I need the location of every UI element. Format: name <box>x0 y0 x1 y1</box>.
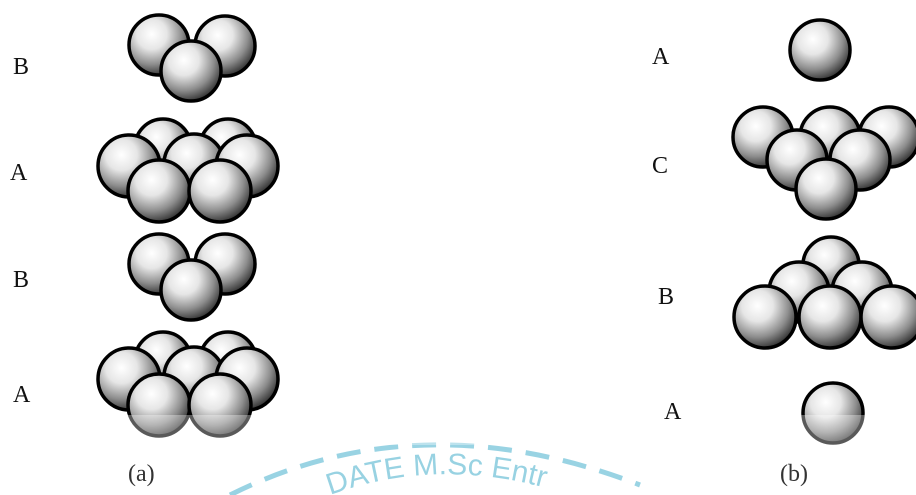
atom-sphere <box>788 18 852 82</box>
layer-a3-spheres <box>127 232 257 322</box>
layer-a2-spheres <box>96 117 280 224</box>
panel-a-layer-label: B <box>13 267 30 293</box>
layer-b2-spheres <box>731 105 916 221</box>
atom-sphere <box>801 381 865 445</box>
panel-b-caption: (b) <box>780 461 808 487</box>
panel-a-layer-label: B <box>13 54 30 80</box>
bottom-fade <box>0 415 916 445</box>
atom-sphere <box>732 284 798 350</box>
panel-a-layer-label: A <box>10 160 28 186</box>
atom-sphere <box>126 158 192 224</box>
atom-sphere <box>859 284 916 350</box>
watermark-text: DATE M.Sc Entr <box>322 448 551 495</box>
panel-b-layer-label: A <box>664 399 682 425</box>
panel-b-layer-label: B <box>658 284 675 310</box>
atom-sphere <box>187 372 253 438</box>
atom-sphere <box>797 284 863 350</box>
atom-sphere <box>159 258 223 322</box>
panel-a-caption: (a) <box>128 461 155 487</box>
layer-a1-spheres <box>127 13 257 103</box>
layer-b3-spheres <box>732 235 916 350</box>
panel-b-layer-label: C <box>652 153 669 179</box>
panel-b-layer-label: A <box>652 44 670 70</box>
atom-sphere <box>794 157 858 221</box>
atom-sphere <box>159 39 223 103</box>
panel-a-layer-label: A <box>13 382 31 408</box>
watermark: DATE M.Sc Entr <box>228 442 641 495</box>
layer-b4-spheres <box>801 381 865 445</box>
layer-a4-spheres <box>96 330 280 438</box>
watermark-arc <box>228 442 641 495</box>
atom-sphere <box>187 158 253 224</box>
layer-b1-spheres <box>788 18 852 82</box>
